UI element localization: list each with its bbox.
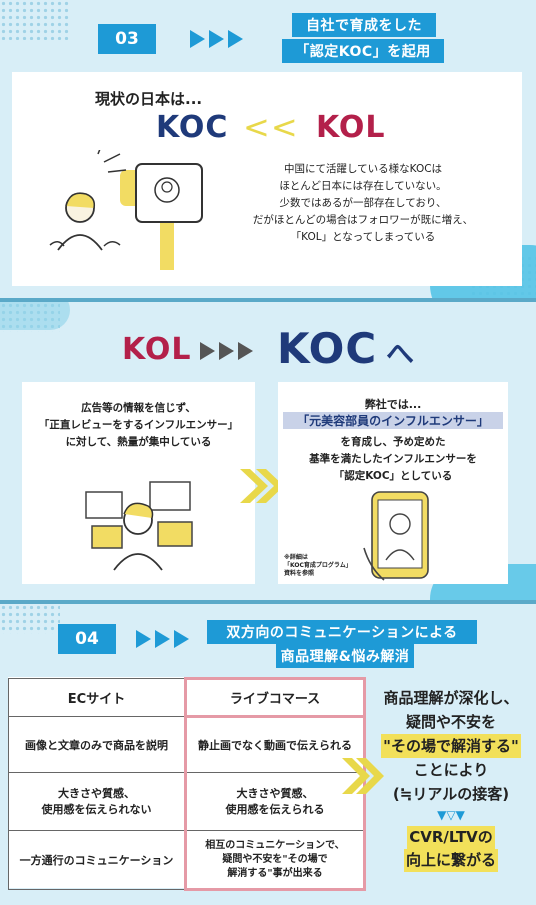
- streamer-illustration: [49, 150, 203, 270]
- body-line: 中国にて活躍している様なKOCは: [283, 163, 443, 175]
- body-line: 少数ではあるが一部存在しており、: [279, 197, 447, 209]
- kol-logo: KOL: [316, 110, 386, 145]
- section-title-line2: 商品理解&悩み解消: [276, 644, 414, 668]
- table-cell: 大きさや質感、 使用感を伝えられない: [8, 772, 186, 831]
- table-cell: 画像と文章のみで商品を説明: [8, 716, 186, 773]
- right-card-lead: 弊社では...: [364, 398, 422, 411]
- triangle-arrows-icon: [190, 30, 247, 48]
- result-line: (≒リアルの接客): [392, 785, 510, 803]
- note-line: ※詳細は: [284, 554, 308, 561]
- body-line: だがほとんどの場合はフォロワーが既に増え、: [252, 214, 474, 226]
- right-line: 基準を満たしたインフルエンサーを: [309, 453, 477, 465]
- section-title-line2: 「認定KOC」を起用: [282, 39, 444, 63]
- koc-logo: KOC: [277, 324, 378, 373]
- table-cell: 相互のコミュニケーションで、 疑問や不安を"その場で 解消する"事が出来る: [183, 830, 367, 891]
- right-card-text: を育成し、予め定めた 基準を満たしたインフルエンサーを 「認定KOC」としている: [278, 434, 508, 485]
- left-line: に対して、熱量が集中している: [65, 436, 212, 448]
- section-divider: [0, 600, 536, 604]
- section-title-line1: 双方向のコミュニケーションによる: [207, 620, 477, 644]
- section-title-line1: 自社で育成をした: [292, 13, 436, 37]
- status-card: [12, 72, 522, 286]
- card-heading: 現状の日本は...: [95, 90, 203, 108]
- down-arrows-icon: ▼▽▼: [437, 808, 465, 822]
- table-cell: 静止画でなく動画で伝えられる: [183, 716, 367, 773]
- table-cell: 大きさや質感、 使用感を伝えられる: [183, 772, 367, 831]
- table-cell: 一方通行のコミュニケーション: [8, 830, 186, 890]
- cvr-line: 向上に繋がる: [403, 849, 498, 872]
- comparison-table: ECサイト ライブコマース 画像と文章のみで商品を説明 静止画でなく動画で伝えら…: [8, 677, 367, 891]
- result-highlight: "その場で解消する": [381, 734, 521, 758]
- dot-pattern: [0, 0, 70, 40]
- section-number: 04: [58, 624, 116, 654]
- left-card-text: 広告等の情報を信じず、 「正直レビューをするインフルエンサー」 に対して、熱量が…: [22, 400, 255, 451]
- section-04-panel: 04 双方向のコミュニケーションによる 商品理解&悩み解消 ECサイト ライブコ…: [0, 604, 536, 905]
- table-header-live: ライブコマース: [183, 677, 367, 718]
- table-header-ec: ECサイト: [8, 678, 186, 717]
- reference-note: ※詳細は 「KOC育成プログラム」 資料を参照: [284, 554, 352, 578]
- body-line: 「KOL」となってしまっている: [290, 231, 436, 243]
- right-line: 「認定KOC」としている: [333, 470, 453, 482]
- note-line: 資料を参照: [284, 570, 315, 577]
- to-suffix: へ: [386, 337, 416, 370]
- result-line: 疑問や不安を: [405, 713, 496, 731]
- cvr-text: CVR/LTVの 向上に繋がる: [368, 826, 534, 872]
- left-line: 「正直レビューをするインフルエンサー」: [38, 419, 239, 431]
- right-line: を育成し、予め定めた: [340, 436, 446, 448]
- note-line: 「KOC育成プログラム」: [284, 562, 352, 569]
- body-line: ほとんど日本には存在していない。: [279, 180, 447, 192]
- kol-to-koc-panel: KOL KOC へ 広告等の情報を信じず、 「正直レビューをするインフルエンサー…: [0, 302, 536, 600]
- dot-pattern: [0, 604, 60, 634]
- double-chevron-icon: [342, 758, 384, 794]
- left-line: 広告等の情報を信じず、: [81, 402, 196, 414]
- triangle-arrows-icon: [136, 630, 193, 648]
- result-line: ことにより: [413, 761, 489, 779]
- right-card-highlight: 「元美容部員のインフルエンサー」: [283, 412, 503, 429]
- less-than-chevrons: <<: [243, 108, 299, 146]
- koc-logo: KOC: [156, 110, 229, 145]
- section-number: 03: [98, 24, 156, 54]
- section-divider: [0, 298, 536, 302]
- card-body-text: 中国にて活躍している様なKOCは ほとんど日本には存在していない。 少数ではある…: [228, 161, 498, 246]
- left-card: [22, 382, 255, 584]
- smartphone-review-illustration: [363, 491, 429, 581]
- result-line: 商品理解が深化し、: [383, 689, 519, 707]
- kol-logo: KOL: [122, 332, 192, 367]
- thinking-person-illustration: [85, 481, 193, 571]
- triangle-arrows-icon: [200, 342, 257, 360]
- cvr-line: CVR/LTVの: [407, 826, 495, 849]
- decorative-blob: [0, 302, 70, 330]
- section-03-panel: 03 自社で育成をした 「認定KOC」を起用 現状の日本は... KOC << …: [0, 0, 536, 300]
- result-text: 商品理解が深化し、 疑問や不安を "その場で解消する" ことにより (≒リアルの…: [368, 686, 534, 806]
